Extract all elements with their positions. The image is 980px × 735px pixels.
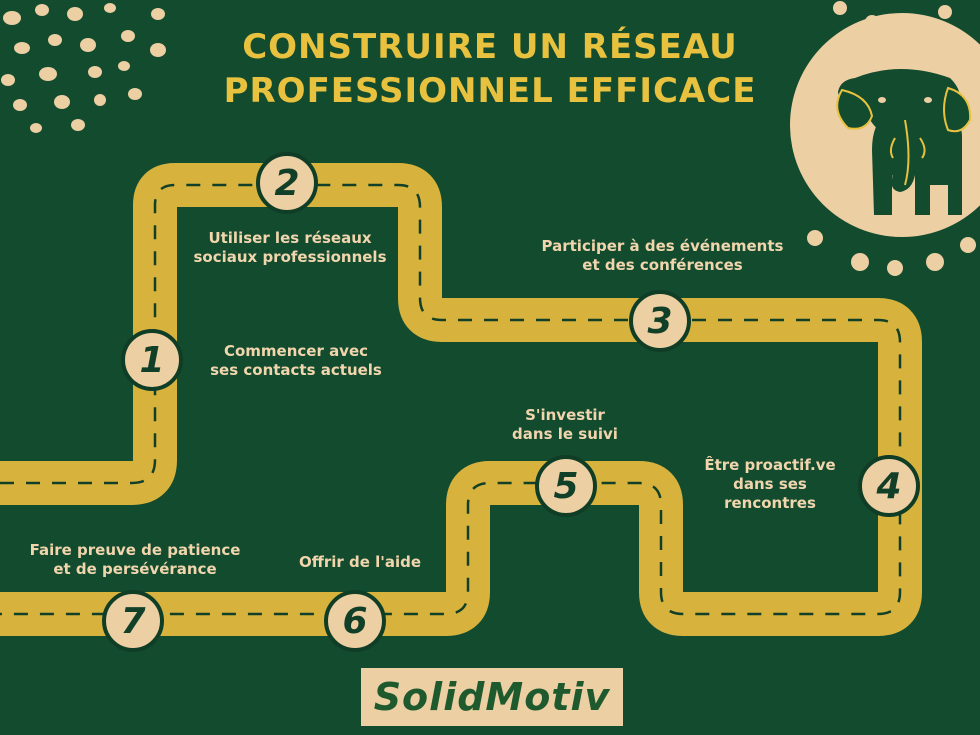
step-3-label: Participer à des événements et des confé… — [541, 237, 784, 274]
step-3-number: 3 — [629, 290, 691, 352]
step-5-label: S'investir dans le suivi — [512, 406, 618, 443]
step-1-label: Commencer avec ses contacts actuels — [210, 342, 382, 379]
brand-logo: SolidMotiv — [361, 668, 623, 726]
step-2-label: Utiliser les réseaux sociaux professionn… — [193, 229, 387, 266]
step-6-number: 6 — [324, 590, 386, 652]
step-4-number: 4 — [858, 455, 920, 517]
step-1-number: 1 — [121, 329, 183, 391]
step-2-number: 2 — [256, 152, 318, 214]
step-7-label: Faire preuve de patience et de persévéra… — [29, 541, 241, 578]
step-6-label: Offrir de l'aide — [298, 553, 422, 571]
dots-decoration — [1, 3, 166, 133]
title-line-1: CONSTRUIRE UN RÉSEAU — [242, 27, 738, 67]
step-7-number: 7 — [102, 590, 164, 652]
step-4-label: Être proactif.ve dans ses rencontres — [704, 456, 836, 512]
title-line-2: PROFESSIONNEL EFFICACE — [223, 71, 757, 111]
elephant-icon — [790, 1, 980, 276]
step-5-number: 5 — [535, 455, 597, 517]
